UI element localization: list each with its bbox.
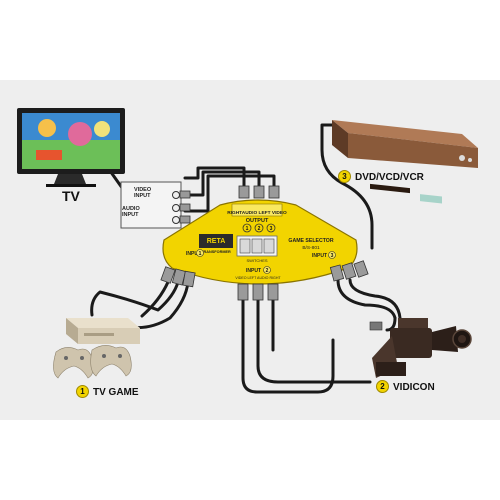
cable-dvd [320, 123, 374, 250]
vidicon-number-badge: 2 [376, 380, 389, 393]
cable-input3-c [385, 316, 397, 332]
switch-model: GAME SELECTOR [288, 238, 333, 244]
game-number-badge: 1 [76, 385, 89, 398]
switch-brand-sub: TRANSFORMER [201, 250, 231, 254]
switch-brand: RETA [207, 238, 226, 245]
input-left-label: INPUT [186, 251, 201, 257]
switch-caption: SWITCHES [246, 258, 267, 263]
cable-input1-b [90, 280, 180, 317]
rca-plug-icon [160, 260, 369, 301]
cable-input3-b [348, 278, 402, 320]
switch-button-1[interactable] [239, 238, 251, 254]
dvd-number-badge: 3 [338, 170, 351, 183]
cable-input1-a [140, 280, 170, 318]
cable-input1-c [128, 280, 190, 330]
tv-icon [17, 108, 125, 187]
rca-plug-icon [179, 190, 191, 224]
camcorder-icon [369, 318, 472, 378]
input-center-label: INPUT [246, 268, 261, 274]
game-console-icon [66, 318, 140, 344]
switch-box: RIGHTAUDIO LEFT VIDEO OUTPUT 1 2 3 RETA … [160, 185, 369, 301]
input-left-number: 1 [199, 251, 202, 257]
vidicon-label-group: 2 VIDICON [376, 380, 435, 393]
cables [90, 123, 402, 394]
switch-button-3[interactable] [263, 238, 275, 254]
output-number-3: 3 [270, 226, 273, 232]
switch-button-2[interactable] [251, 238, 263, 254]
game-label-group: 1 TV GAME [76, 385, 139, 398]
vidicon-label: VIDICON [393, 382, 435, 393]
gamepad-icon [53, 345, 132, 379]
game-label: TV GAME [93, 387, 139, 398]
cable-output-video [183, 166, 246, 189]
jack-caption: VIDEO LEFT AUDIO RIGHT [235, 276, 281, 280]
switch-model-code: B/S-801 [302, 245, 320, 251]
output-number-1: 1 [246, 226, 249, 232]
tv-label: TV [62, 188, 80, 204]
switch-output-label: OUTPUT [246, 218, 269, 224]
input-right-number: 3 [331, 253, 334, 259]
cable-input2-b [256, 298, 372, 384]
cable-output-audio-right [183, 174, 276, 213]
input-right-label: INPUT [312, 253, 327, 259]
switch-top-label: RIGHTAUDIO LEFT VIDEO [227, 210, 287, 216]
cable-input3-a [336, 278, 397, 320]
input-center-number: 2 [266, 268, 269, 274]
dvd-label: DVD/VCD/VCR [355, 172, 424, 183]
output-number-2: 2 [258, 226, 261, 232]
dvd-label-group: 3 DVD/VCD/VCR [338, 170, 424, 183]
dvd-player-icon [332, 120, 478, 204]
